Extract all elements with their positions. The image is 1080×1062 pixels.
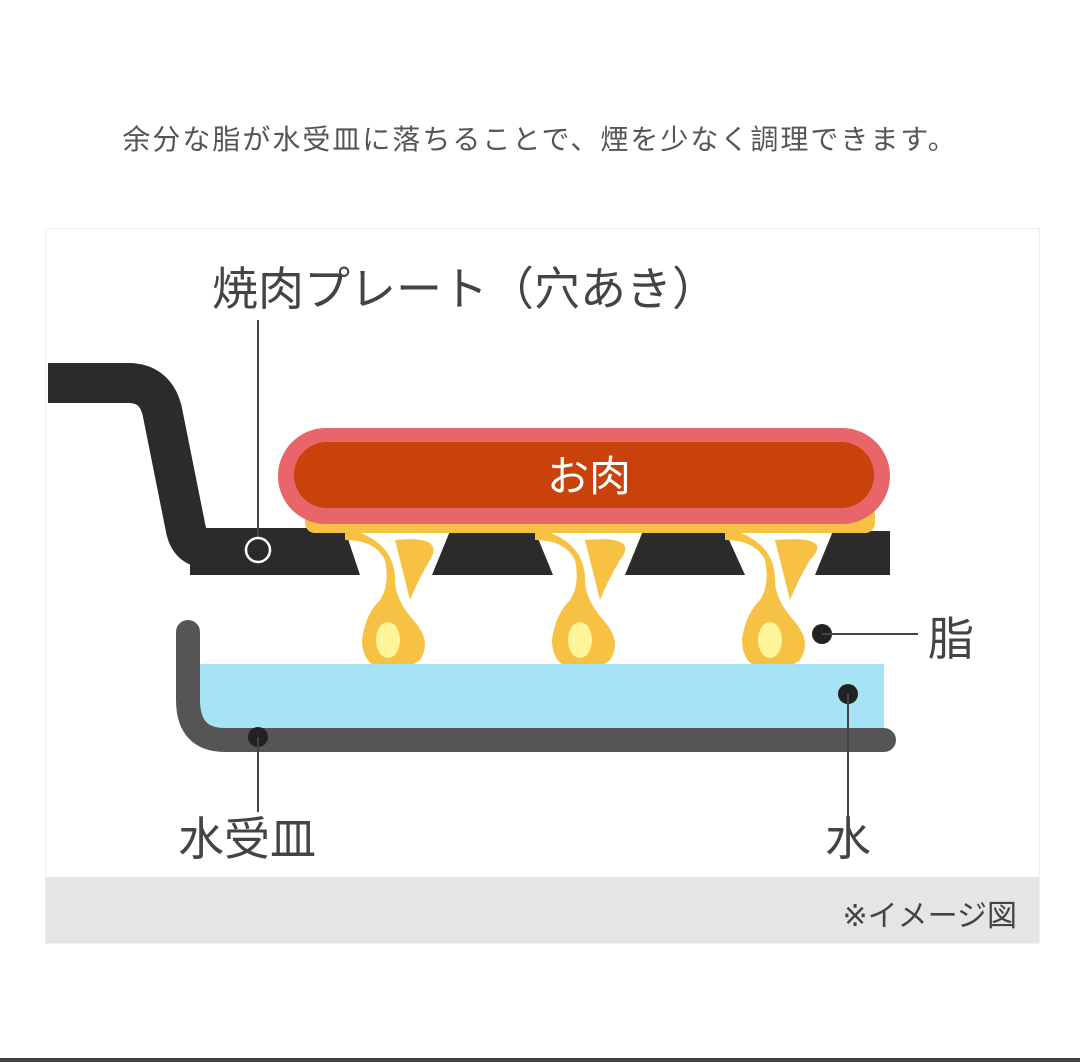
bottom-edge (0, 1058, 1080, 1062)
meat: お肉 (278, 428, 890, 524)
caption-text: 余分な脂が水受皿に落ちることで、煙を少なく調理できます。 (122, 123, 958, 156)
plate-leader (244, 320, 272, 564)
water-tray (176, 620, 896, 752)
water-label: 水 (825, 812, 871, 866)
fat-label: 脂 (928, 612, 974, 666)
tray-label: 水受皿 (178, 812, 316, 866)
water-leader (838, 684, 858, 818)
fat-leader (812, 624, 918, 644)
fat-drips (305, 505, 875, 671)
plate-label: 焼肉プレート（穴あき） (212, 262, 718, 316)
meat-label: お肉 (547, 452, 631, 501)
diagram-panel: ※イメージ図 (45, 228, 1040, 944)
grill-plate (48, 363, 890, 575)
panel-footer: ※イメージ図 (46, 877, 1039, 943)
tray-leader (248, 727, 268, 812)
image-note: ※イメージ図 (842, 899, 1017, 934)
